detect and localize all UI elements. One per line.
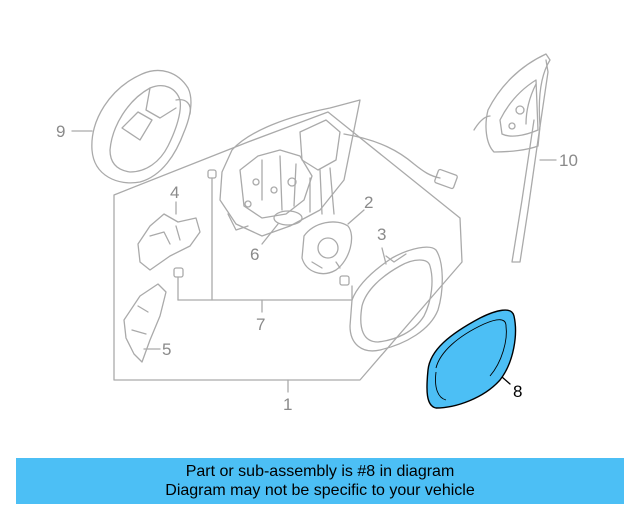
callout-8: 8 [513,382,523,401]
callout-2: 2 [364,193,374,212]
part-7-fastener-group [177,275,353,313]
banner-line-1: Part or sub-assembly is #8 in diagram [185,463,455,480]
mirror-base-assembly [219,99,458,237]
callout-4: 4 [170,183,180,202]
callout-10: 10 [559,151,578,170]
screw-top [207,169,217,301]
callout-1: 1 [283,395,293,414]
part-6-clip [261,210,303,245]
banner-line-2: Diagram may not be specific to your vehi… [165,482,475,499]
leader-2 [347,209,365,225]
part-8-mirror-glass [426,309,517,409]
leader-6 [261,223,279,245]
callout-9: 9 [56,122,66,141]
info-banner: Part or sub-assembly is #8 in diagram Di… [16,458,624,504]
screw-middle [173,267,184,301]
part-2-motor [301,209,365,275]
callout-5: 5 [162,340,172,359]
callout-6: 6 [250,245,260,264]
assembly-outline [113,111,463,381]
part-3-backing-plate [349,246,443,352]
callout-7: 7 [256,315,266,334]
callout-3: 3 [377,225,387,244]
part-10-housing [473,53,557,263]
part-9-mirror-cover [71,69,192,184]
leader-3 [381,247,387,265]
part-5-lower-cover [123,283,167,363]
part-4-cover [137,201,201,271]
parts-diagram [71,53,557,409]
